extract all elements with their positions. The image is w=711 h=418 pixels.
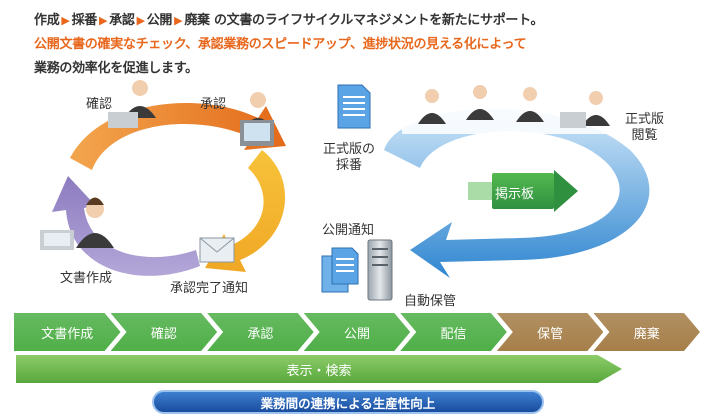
flow-step-label: 承認 — [247, 326, 274, 342]
flow-step: 公開 — [304, 313, 411, 351]
flow-step: 廃棄 — [593, 313, 700, 351]
heading-line-3: 業務の効率化を促進します。 — [34, 61, 198, 76]
flow-step-label: 廃棄 — [633, 326, 660, 342]
person-confirm — [108, 80, 156, 128]
flow-step: 文書作成 — [14, 313, 121, 351]
productivity-banner: 業務間の連携による生産性向上 — [152, 390, 544, 414]
heading-line-1: 作成▶採番▶承認▶公開▶廃棄 の文書のライフサイクルマネジメントを新たにサポート… — [34, 9, 544, 28]
flow-step-label: 文書作成 — [41, 326, 94, 342]
publishing-cycle — [384, 108, 650, 278]
label-approval-complete: 承認完了通知 — [170, 281, 249, 296]
label-official-numbering: 正式版の 採番 — [323, 142, 376, 173]
flow-step-label: 確認 — [150, 326, 177, 342]
heading-step: 採番 — [71, 13, 98, 28]
heading-step: 承認 — [109, 13, 135, 28]
flow-step: 承認 — [207, 313, 314, 351]
display-search-bar: 表示・検索 — [16, 355, 622, 383]
triangle-arrow-icon: ▶ — [61, 14, 70, 27]
bulletin-board — [468, 170, 578, 212]
flow-step: 配信 — [400, 313, 507, 351]
heading-step: 公開 — [146, 13, 173, 28]
triangle-arrow-icon: ▶ — [98, 14, 108, 27]
flow-step: 保管 — [497, 313, 604, 351]
heading-tail: の文書のライフサイクルマネジメントを新たにサポート。 — [213, 13, 544, 28]
label-official-view: 正式版 閲覧 — [625, 112, 665, 143]
flow-step-label: 保管 — [537, 326, 564, 342]
heading-line-2: 公開文書の確実なチェック、承認業務のスピードアップ、進捗状況の見える化によって — [34, 37, 527, 52]
person-approve — [240, 92, 274, 146]
cycle-arrow-purple — [52, 176, 200, 276]
mail-envelope-icon — [199, 237, 235, 263]
flow-step-label: 配信 — [440, 326, 467, 342]
flow-step: 確認 — [111, 313, 218, 351]
meeting-people — [418, 85, 610, 128]
triangle-arrow-icon: ▶ — [174, 14, 183, 27]
label-confirm: 確認 — [86, 97, 113, 112]
label-approve: 承認 — [200, 97, 227, 112]
label-create-document: 文書作成 — [60, 271, 113, 286]
label-auto-archive: 自動保管 — [404, 294, 457, 309]
flow-step-label: 公開 — [343, 326, 370, 342]
server-icon — [367, 239, 393, 301]
label-publish-notice: 公開通知 — [322, 223, 375, 238]
cycle-arrow-blue — [384, 108, 650, 278]
published-documents-icon — [321, 247, 359, 293]
heading-step: 作成 — [34, 13, 60, 28]
official-document-icon — [337, 84, 371, 129]
person-create-document — [40, 197, 114, 250]
bulletin-board-label: 掲示板 — [495, 187, 535, 202]
triangle-arrow-icon: ▶ — [136, 14, 145, 27]
heading-step: 廃棄 — [184, 13, 210, 28]
